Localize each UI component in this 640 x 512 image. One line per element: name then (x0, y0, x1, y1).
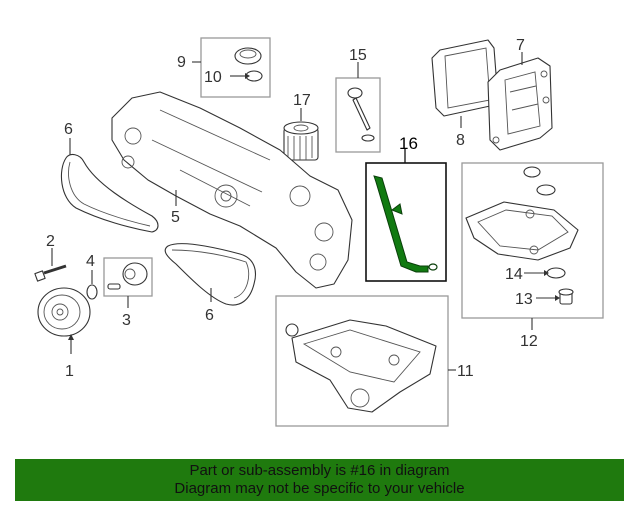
callout-11: 11 (457, 363, 474, 380)
part-5-engine-block-group[interactable] (111, 91, 353, 289)
part-6-belt-lower-group[interactable] (164, 243, 257, 306)
part-16-box (365, 162, 447, 282)
part-11-oil-pan-upper-group[interactable] (275, 295, 456, 427)
part-2-bolt-group[interactable] (34, 248, 67, 282)
part-9-box (200, 37, 271, 98)
callout-1: 1 (65, 363, 74, 380)
callout-7: 7 (516, 37, 525, 54)
part-4-washer-group[interactable] (86, 270, 98, 300)
callout-6-lower: 6 (205, 307, 214, 324)
banner-line-1: Part or sub-assembly is #16 in diagram (189, 462, 450, 479)
callout-2: 2 (46, 233, 55, 250)
callout-16: 16 (399, 134, 418, 153)
part-9-oil-filler-cap-group[interactable] (192, 37, 271, 98)
callout-4: 4 (86, 253, 95, 270)
part-7-timing-cover-group[interactable] (487, 52, 553, 151)
part-1-crank-pulley-group[interactable] (37, 287, 91, 354)
callout-15: 15 (349, 47, 367, 64)
info-banner: Part or sub-assembly is #16 in diagram D… (15, 459, 624, 501)
part-16-oil-level-guide-group[interactable] (365, 148, 447, 282)
part-15-dipstick-group[interactable] (335, 62, 381, 153)
callout-9: 9 (177, 54, 186, 71)
part-14-gasket-group[interactable] (524, 267, 566, 279)
part-13-drain-plug-group[interactable] (536, 288, 574, 305)
banner-line-2: Diagram may not be specific to your vehi… (174, 480, 465, 497)
parts-diagram: 9 10 15 17 16 8 (34, 37, 604, 427)
part-11-box (275, 295, 449, 427)
callout-14: 14 (505, 266, 523, 283)
part-12-oil-pan-lower-group[interactable] (461, 162, 604, 330)
callout-10: 10 (204, 69, 222, 86)
part-6-belt-upper-group[interactable] (60, 138, 159, 233)
callout-5: 5 (171, 209, 180, 226)
callout-6-upper: 6 (64, 121, 73, 138)
callout-3: 3 (122, 312, 131, 329)
callout-13: 13 (515, 291, 533, 308)
part-3-idler-pulley-group[interactable] (103, 257, 153, 308)
callout-12: 12 (520, 333, 538, 350)
callout-8: 8 (456, 132, 465, 149)
part-17-oil-filter-group[interactable] (283, 108, 319, 161)
callout-17: 17 (293, 92, 311, 109)
oil-level-guide-tube (373, 175, 429, 273)
